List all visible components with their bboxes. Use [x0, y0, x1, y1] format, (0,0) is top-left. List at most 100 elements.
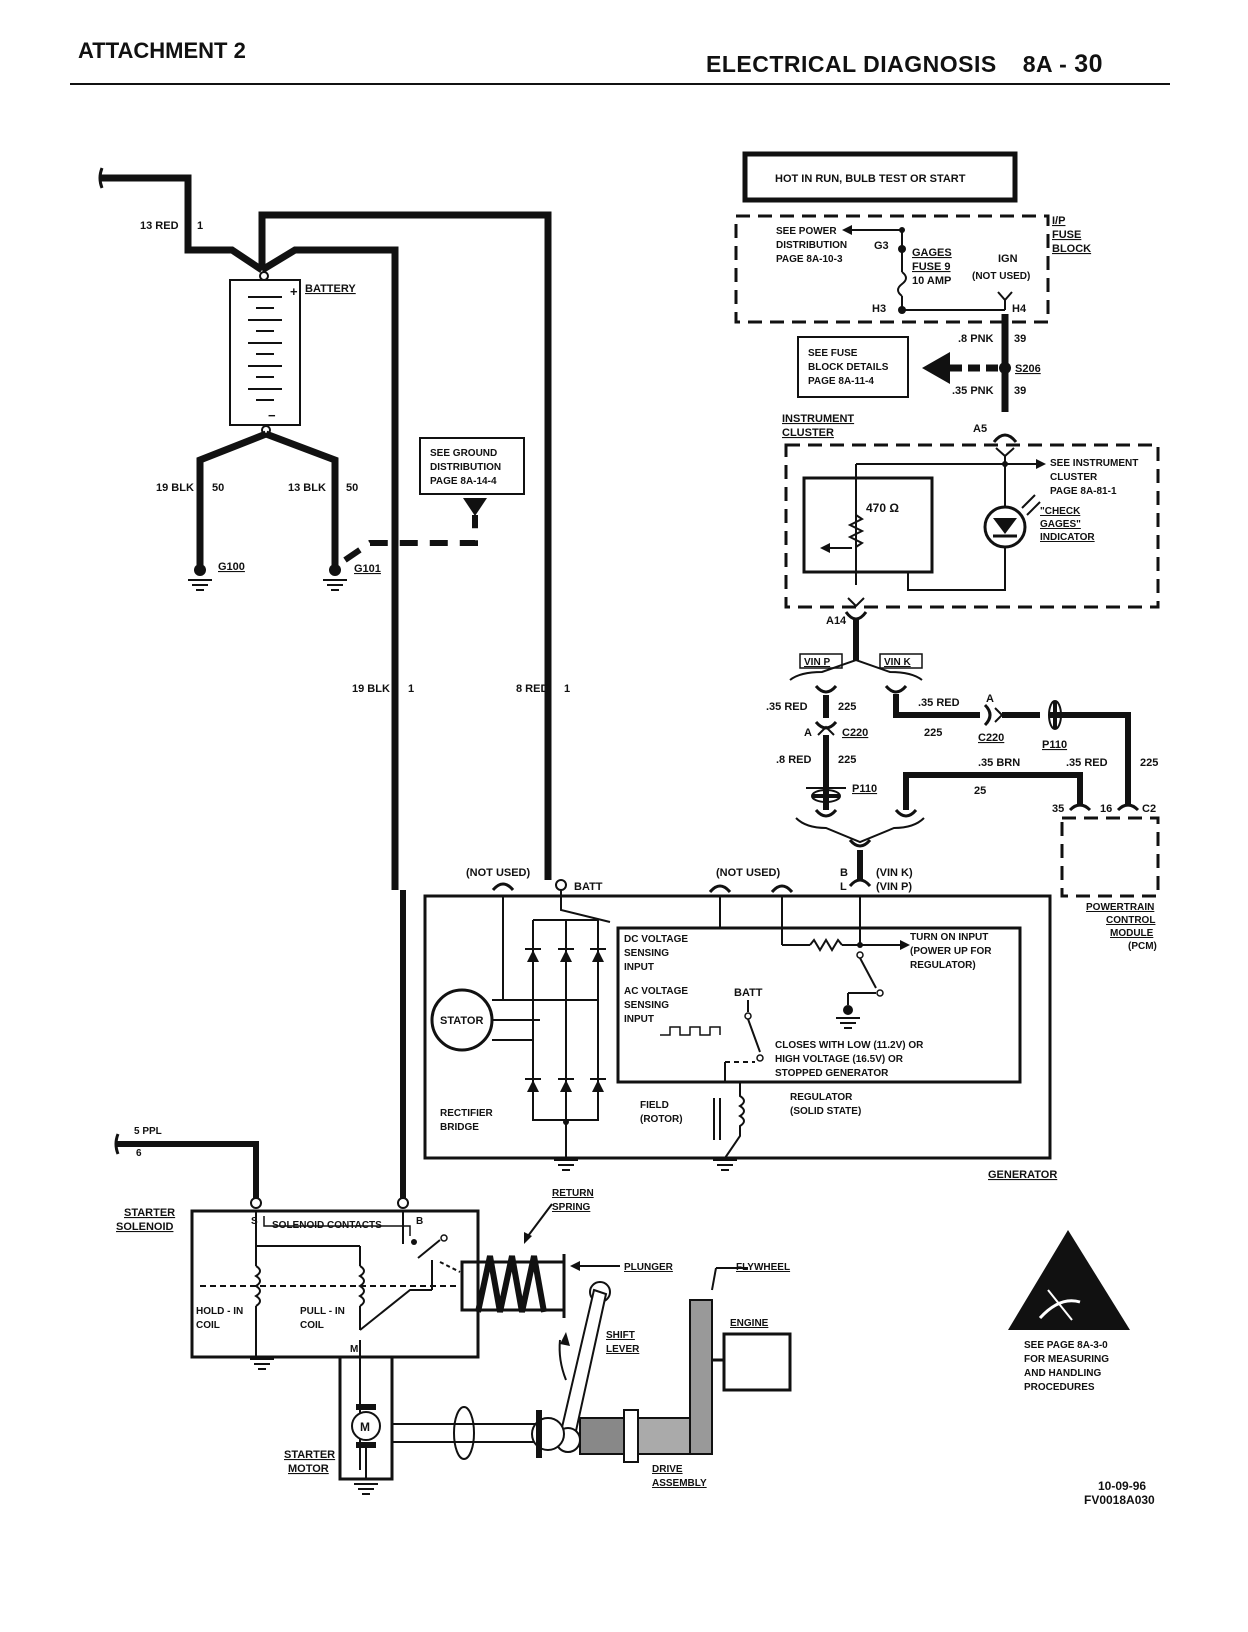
svg-text:C2: C2 [1142, 803, 1156, 815]
wire-35-red-vink [893, 694, 1131, 805]
fuse-block [734, 214, 1050, 324]
wire-label: 8 RED [516, 683, 548, 695]
svg-text:.35 RED: .35 RED [1066, 757, 1108, 769]
svg-text:BATT: BATT [734, 987, 763, 999]
svg-text:SOLENOID: SOLENOID [116, 1221, 174, 1233]
generator: GENERATOR (NOT USED) (NOT USED) BATT DC … [423, 867, 1057, 1181]
wire-label: 19 BLK [352, 683, 390, 695]
svg-text:I/P: I/P [1052, 215, 1065, 227]
svg-text:STATOR: STATOR [440, 1015, 483, 1027]
svg-text:STOPPED GENERATOR: STOPPED GENERATOR [775, 1068, 889, 1079]
svg-text:FIELD: FIELD [640, 1100, 669, 1111]
svg-text:CLUSTER: CLUSTER [782, 427, 834, 439]
svg-text:(SOLID STATE): (SOLID STATE) [790, 1106, 861, 1117]
svg-text:B: B [416, 1216, 423, 1227]
svg-text:(POWER UP FOR: (POWER UP FOR [910, 946, 992, 957]
svg-text:IGN: IGN [998, 253, 1018, 265]
svg-text:A: A [986, 693, 994, 705]
svg-text:PAGE 8A-81-1: PAGE 8A-81-1 [1050, 486, 1117, 497]
wire-8-red [258, 211, 552, 880]
figure-date: 10-09-96 [1098, 1479, 1146, 1493]
svg-text:C220: C220 [842, 727, 868, 739]
svg-text:C220: C220 [978, 732, 1004, 744]
svg-text:470 Ω: 470 Ω [866, 501, 899, 515]
svg-text:.35 RED: .35 RED [918, 697, 960, 709]
svg-text:TURN ON INPUT: TURN ON INPUT [910, 932, 988, 943]
wire-number: 50 [346, 482, 358, 494]
svg-text:VIN K: VIN K [884, 657, 911, 668]
svg-text:B: B [840, 867, 848, 879]
svg-text:25: 25 [974, 785, 986, 797]
svg-text:INSTRUMENT: INSTRUMENT [782, 413, 854, 425]
svg-text:INPUT: INPUT [624, 1014, 654, 1025]
svg-text:A: A [804, 727, 812, 739]
svg-text:35: 35 [1052, 803, 1064, 815]
svg-text:PAGE 8A-14-4: PAGE 8A-14-4 [430, 476, 497, 487]
see-fuse-box [797, 336, 909, 398]
drive-pinion [579, 1417, 627, 1455]
svg-text:VIN P: VIN P [804, 657, 830, 668]
svg-text:1: 1 [408, 683, 414, 695]
svg-text:SEE PAGE 8A-3-0: SEE PAGE 8A-3-0 [1024, 1340, 1108, 1351]
svg-text:FLYWHEEL: FLYWHEEL [736, 1262, 790, 1273]
pcm-box [1060, 816, 1160, 898]
svg-text:INDICATOR: INDICATOR [1040, 532, 1095, 543]
svg-text:RECTIFIER: RECTIFIER [440, 1108, 494, 1119]
wire-19-blk-ground [196, 430, 268, 565]
svg-text:.8 RED: .8 RED [776, 754, 812, 766]
svg-text:L: L [840, 881, 847, 893]
svg-text:.35 RED: .35 RED [766, 701, 808, 713]
svg-text:FUSE 9: FUSE 9 [912, 261, 951, 273]
svg-text:DC VOLTAGE: DC VOLTAGE [624, 934, 688, 945]
wire-number: 50 [212, 482, 224, 494]
wire-5-ppl [116, 1141, 259, 1200]
svg-text:ENGINE: ENGINE [730, 1318, 769, 1329]
svg-text:DISTRIBUTION: DISTRIBUTION [776, 240, 847, 251]
svg-text:FOR MEASURING: FOR MEASURING [1024, 1354, 1109, 1365]
battery-symbol [229, 279, 301, 426]
wire-label: 19 BLK [156, 482, 194, 494]
header-rule [70, 83, 1170, 85]
ground-g101-label: G101 [354, 563, 381, 575]
svg-text:COIL: COIL [196, 1320, 220, 1331]
svg-text:AND HANDLING: AND HANDLING [1024, 1368, 1101, 1379]
svg-text:REGULATOR): REGULATOR) [910, 960, 976, 971]
svg-text:"CHECK: "CHECK [1040, 506, 1081, 517]
svg-text:5 PPL: 5 PPL [134, 1126, 162, 1137]
svg-text:BRIDGE: BRIDGE [440, 1122, 479, 1133]
esd-warning-icon [1008, 1230, 1130, 1330]
wire-13-red [100, 174, 264, 273]
svg-text:A5: A5 [973, 423, 987, 435]
warning-lamp-circuit: HOT IN RUN, BULB TEST OR START I/P FUSE … [734, 151, 1160, 952]
section-number: 8A - [1022, 51, 1075, 77]
svg-text:(ROTOR): (ROTOR) [640, 1114, 683, 1125]
svg-text:SEE POWER: SEE POWER [776, 226, 837, 237]
instrument-cluster [784, 443, 1160, 609]
svg-text:225: 225 [838, 754, 856, 766]
svg-text:P110: P110 [1042, 739, 1067, 751]
svg-text:(NOT USED): (NOT USED) [466, 867, 531, 879]
svg-text:(VIN K): (VIN K) [876, 867, 913, 879]
attachment-label: ATTACHMENT 2 [78, 38, 246, 63]
svg-text:10 AMP: 10 AMP [912, 275, 951, 287]
svg-text:SEE INSTRUMENT: SEE INSTRUMENT [1050, 458, 1138, 469]
svg-text:FUSE: FUSE [1052, 229, 1081, 241]
starter-solenoid [190, 1209, 480, 1359]
svg-text:CLUSTER: CLUSTER [1050, 472, 1098, 483]
flywheel [689, 1299, 713, 1455]
svg-text:GAGES": GAGES" [1040, 519, 1081, 530]
svg-text:HIGH VOLTAGE (16.5V) OR: HIGH VOLTAGE (16.5V) OR [775, 1054, 904, 1065]
svg-text:BLOCK: BLOCK [1052, 243, 1091, 255]
see-ground-box [419, 437, 525, 495]
svg-text:G3: G3 [874, 240, 889, 252]
page-number: 30 [1074, 50, 1104, 78]
svg-text:(NOT USED): (NOT USED) [716, 867, 781, 879]
svg-text:+: + [290, 284, 298, 299]
wire-13-blk-ground [264, 430, 339, 565]
battery-label: BATTERY [305, 283, 356, 295]
svg-text:DRIVE: DRIVE [652, 1464, 683, 1475]
starter: 5 PPL 6 STARTER SOLENOID S B SOLENOID CO… [114, 890, 792, 1495]
svg-text:(NOT USED): (NOT USED) [972, 271, 1030, 282]
